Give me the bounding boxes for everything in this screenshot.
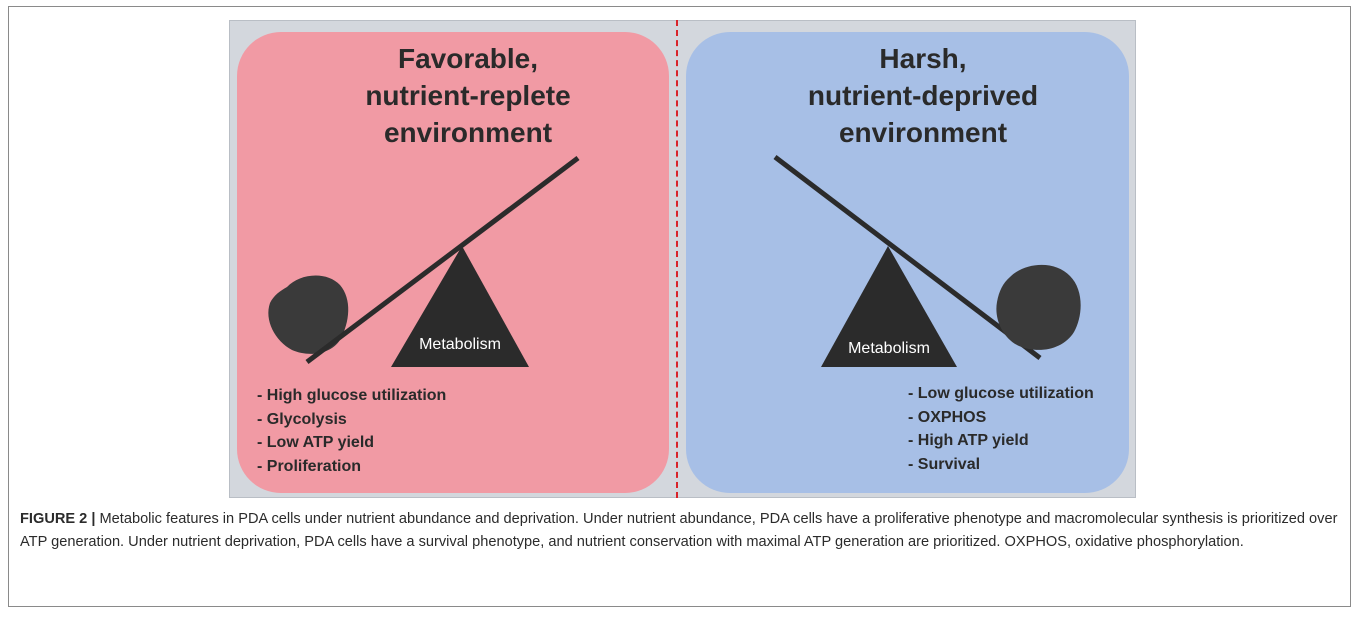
list-item: - Low glucose utilization — [908, 385, 1094, 402]
fulcrum-label: Metabolism — [419, 336, 501, 353]
title-line: Harsh, — [879, 43, 967, 74]
favorable-features-list: - High glucose utilization - Glycolysis … — [257, 384, 446, 478]
dashed-divider — [676, 20, 678, 498]
left-seesaw: Metabolism — [268, 156, 580, 367]
favorable-environment-title: Favorable, nutrient-replete environment — [308, 40, 628, 151]
list-item: - High ATP yield — [908, 432, 1029, 449]
weight-blob-icon — [268, 275, 349, 354]
title-line: nutrient-replete — [365, 80, 571, 111]
list-item: - High glucose utilization — [257, 387, 447, 404]
list-item: - Glycolysis — [257, 410, 347, 428]
list-item: - OXPHOS — [908, 408, 987, 426]
seesaw-beam — [305, 156, 580, 364]
harsh-features-list: - Low glucose utilization - OXPHOS - Hig… — [908, 382, 1094, 476]
harsh-environment-box — [686, 32, 1129, 493]
harsh-environment-title: Harsh, nutrient-deprived environment — [743, 40, 1103, 151]
caption-label: FIGURE 2 | — [20, 511, 96, 527]
right-seesaw: Metabolism — [773, 155, 1081, 367]
title-line: nutrient-deprived — [807, 80, 1039, 111]
fulcrum-triangle-icon — [391, 246, 529, 367]
title-line: Favorable, — [397, 43, 539, 74]
caption-text: Metabolic features in PDA cells under nu… — [20, 511, 1338, 550]
list-item: - Survival — [908, 455, 981, 473]
title-line: environment — [383, 117, 553, 148]
seesaw-beam — [773, 155, 1042, 360]
fulcrum-triangle-icon — [821, 246, 957, 367]
figure-frame — [8, 6, 1351, 607]
weight-blob-icon — [996, 264, 1081, 350]
list-item: - Low ATP yield — [257, 434, 375, 451]
fulcrum-label: Metabolism — [848, 340, 930, 357]
title-line: environment — [838, 117, 1008, 148]
list-item: - Proliferation — [257, 457, 362, 475]
figure-caption: FIGURE 2 | Metabolic features in PDA cel… — [20, 508, 1340, 554]
